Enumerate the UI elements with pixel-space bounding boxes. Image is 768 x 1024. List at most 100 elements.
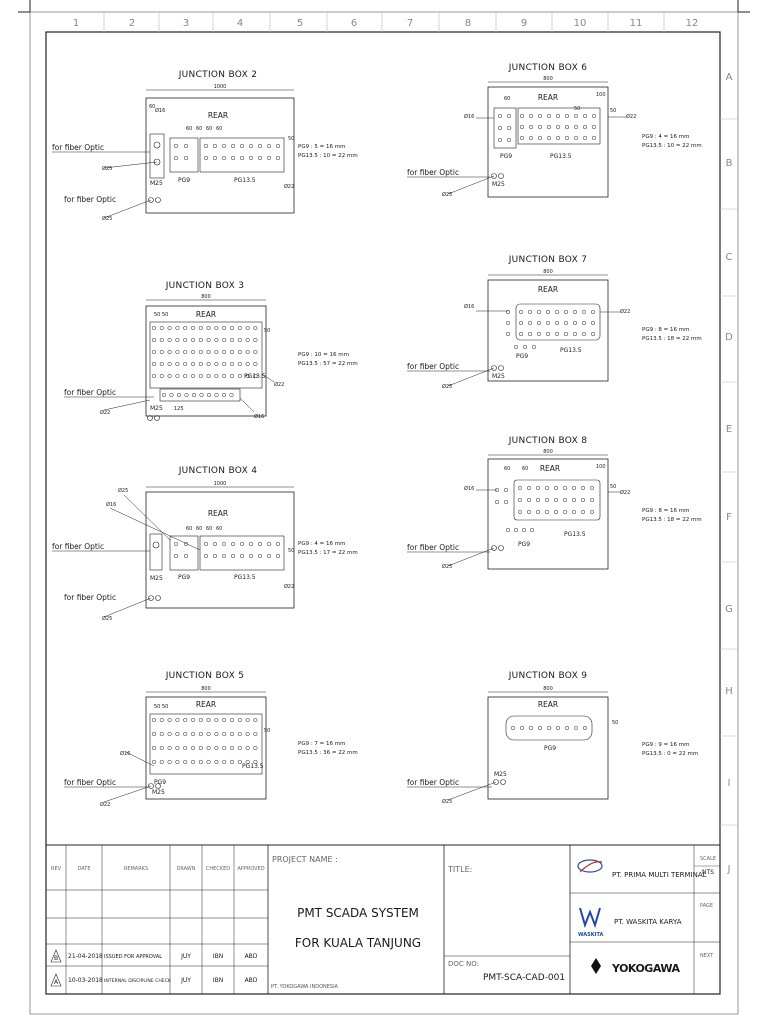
cable-gland-hole (546, 725, 552, 731)
cable-gland-hole (183, 325, 188, 331)
callout-label: Ø25 (102, 615, 112, 622)
cable-gland-hole (159, 731, 164, 737)
spacing-dim: 60 (522, 466, 528, 472)
yokogawa-logo-icon (591, 958, 601, 974)
cable-gland-hole (206, 731, 211, 737)
cable-gland-hole (555, 124, 561, 130)
pg135-label: PG13.5 (550, 153, 572, 160)
rev-remarks: INTERNAL DISCIPLINE CHECK (104, 978, 172, 984)
cable-gland-hole (206, 373, 211, 379)
cable-gland-hole (519, 725, 525, 731)
cable-gland-hole (266, 143, 272, 149)
cable-gland-hole (206, 717, 211, 723)
cable-gland-hole (214, 745, 219, 751)
column-label: 3 (183, 18, 189, 29)
cable-gland-hole (531, 344, 537, 350)
cable-gland-hole (573, 135, 579, 141)
cable-gland-hole (266, 155, 272, 161)
box-title: JUNCTION BOX 9 (508, 671, 588, 681)
cable-gland-hole (582, 124, 588, 130)
callout-label: Ø22 (274, 381, 284, 388)
count-line: PG9 : 4 = 16 mm (298, 541, 346, 547)
cable-gland-hole (497, 113, 503, 119)
project-title-line2: FOR KUALA TANJUNG (295, 936, 421, 950)
pg9-label: PG9 (154, 779, 166, 786)
count-line: PG9 : 7 = 16 mm (298, 741, 346, 747)
cable-gland-hole (214, 325, 219, 331)
cable-gland-hole (589, 485, 595, 491)
cable-gland-hole (591, 124, 597, 130)
rev-drawn: JUY (180, 953, 191, 960)
callout-label: Ø25 (102, 215, 112, 222)
cable-gland-hole (159, 745, 164, 751)
cable-gland-hole (214, 759, 219, 765)
cable-gland-hole (190, 717, 196, 723)
cable-gland-hole (553, 497, 559, 503)
cable-gland-hole (554, 309, 560, 315)
title-label: TITLE: (447, 865, 472, 874)
cable-gland-hole (555, 113, 561, 119)
next-label: NEXT (700, 953, 714, 959)
cable-gland-hole (230, 155, 236, 161)
cable-gland-hole (206, 361, 211, 367)
pg9-label: PG9 (178, 574, 190, 581)
cable-gland-hole (505, 320, 511, 326)
cable-gland-hole (190, 373, 196, 379)
spacing-dim: 60 (504, 96, 510, 102)
callout-label: Ø25 (442, 798, 452, 805)
m25-label: M25 (492, 181, 505, 188)
junction-box-7: JUNCTION BOX 7 800 REAR PG9 PG13.5 Ø16 Ø… (407, 255, 702, 390)
page-label: PAGE (700, 903, 713, 909)
rev-letter: B (54, 955, 58, 962)
cable-gland-hole (159, 759, 164, 765)
column-label: 2 (129, 18, 135, 29)
cable-gland-hole (229, 731, 235, 737)
pg135-label: PG13.5 (234, 574, 256, 581)
width-dim: 800 (543, 449, 553, 455)
pg9-hole-grid (505, 309, 511, 337)
cable-gland-hole (582, 135, 588, 141)
cable-gland-hole (535, 509, 541, 515)
header-date: DATE (77, 866, 90, 872)
cable-gland-hole (248, 143, 254, 149)
cable-gland-hole (528, 113, 534, 119)
cable-gland-hole (248, 553, 254, 559)
cable-gland-hole (518, 309, 524, 315)
edge-dim: 50 (610, 484, 616, 490)
edge-dim: 50 (288, 548, 294, 554)
m25-label: M25 (492, 373, 505, 380)
cable-gland-hole (506, 125, 512, 131)
cable-gland-hole (161, 392, 167, 398)
box-outline (487, 458, 609, 570)
m25-label: M25 (150, 180, 163, 187)
cable-gland-hole (245, 759, 250, 765)
cable-gland-hole (528, 135, 534, 141)
cable-gland-hole (506, 113, 512, 119)
cable-gland-hole (245, 717, 250, 723)
cable-gland-hole (198, 361, 203, 367)
spacing-dim: 100 (596, 92, 606, 98)
cable-gland-hole (253, 717, 258, 723)
cable-gland-hole (184, 392, 189, 398)
column-label: 1 (73, 18, 79, 29)
box-title: JUNCTION BOX 4 (178, 466, 258, 476)
width-dim: 1000 (214, 84, 227, 90)
cable-gland-hole (245, 337, 250, 343)
cable-gland-hole (266, 553, 272, 559)
cable-gland-hole (237, 731, 242, 737)
junction-box-4: JUNCTION BOX 4 1000 REAR M25 PG9 PG13.5 … (52, 466, 358, 622)
column-label: 5 (297, 18, 303, 29)
rear-label: REAR (538, 93, 558, 102)
cable-gland-hole (503, 499, 509, 505)
cable-gland-hole (229, 325, 235, 331)
cable-gland-hole (527, 320, 533, 326)
header-rev: REV (51, 866, 62, 872)
pg9-hole-grid (173, 541, 189, 559)
column-label: 9 (521, 18, 527, 29)
count-line: PG9 : 10 = 16 mm (298, 352, 349, 358)
count-line: PG13.5 : 17 = 22 mm (298, 550, 358, 556)
cable-gland-hole (589, 497, 595, 503)
cable-gland-hole (183, 553, 189, 559)
inner-frame (45, 31, 721, 995)
